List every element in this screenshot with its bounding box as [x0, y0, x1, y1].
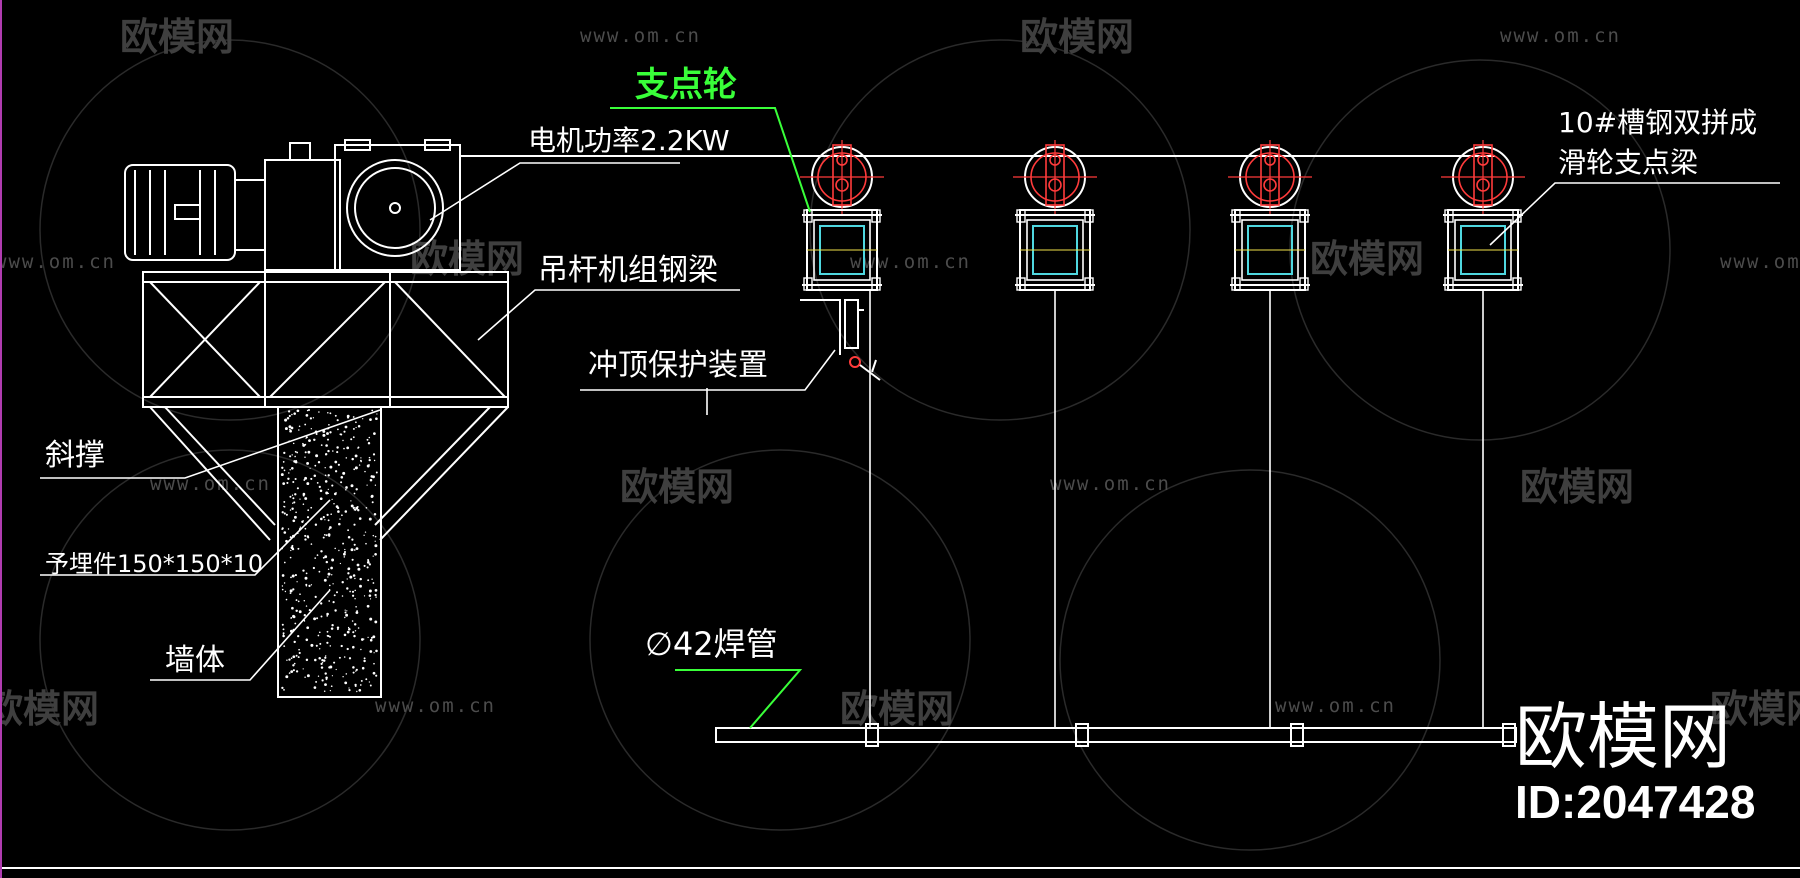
watermark-logo: 欧模网 [620, 465, 734, 509]
pulley-assembly [1228, 140, 1312, 728]
watermark-logo: 欧模网 [0, 687, 99, 731]
labels: 支点轮 电机功率2.2KW 10#槽钢双拼成 滑轮支点梁 吊杆机组钢梁 冲顶保护… [45, 65, 1757, 678]
overtop-protection-label: 冲顶保护装置 [588, 348, 768, 383]
branding: 欧模网 ID:2047428 [1515, 695, 1755, 828]
welded-pipe-label: ∅42焊管 [645, 625, 778, 663]
watermark-url: www.om.cn [1050, 473, 1171, 495]
watermark-logo: 欧模网 [1710, 687, 1800, 731]
watermark-url: www.om.cn [580, 25, 701, 47]
watermark-layer [39, 39, 1671, 851]
watermark-url: www.om.cn [150, 473, 271, 495]
motor-power-label: 电机功率2.2KW [528, 124, 730, 157]
beam-spec-label-1: 10#槽钢双拼成 [1558, 106, 1757, 139]
pulley-assembly [1013, 140, 1097, 728]
pulley-assembly [800, 140, 884, 728]
watermark-url: www.om.cn [850, 251, 971, 273]
green-leaders [610, 107, 811, 729]
line-work [124, 139, 509, 698]
overtop-protection-device [800, 299, 881, 381]
watermark-logo: 欧模网 [1310, 237, 1424, 281]
brand-id: ID:2047428 [1515, 776, 1755, 828]
hoist-steel-beam [142, 271, 509, 408]
top-frame [0, 155, 1800, 869]
motor [124, 139, 461, 271]
watermark-logo: 欧模网 [120, 15, 234, 59]
welded-pipe [715, 723, 1517, 747]
watermark-url: www.om.cn [1275, 695, 1396, 717]
hoist-beam-label: 吊杆机组钢梁 [538, 253, 718, 288]
watermark-logo: 欧模网 [410, 237, 524, 281]
brand-name: 欧模网 [1515, 695, 1731, 779]
watermark-url: www.om.cn [1500, 25, 1621, 47]
watermark-url: www.om.cn [375, 695, 496, 717]
beam-spec-label-2: 滑轮支点梁 [1558, 146, 1698, 179]
embedded-part-label: 予埋件150*150*10 [45, 550, 263, 578]
diagonal-brace-label: 斜撑 [45, 438, 105, 473]
wall-hatching [280, 408, 378, 693]
watermark-url: www.om.cn [1720, 251, 1800, 273]
leader-lines [40, 162, 1780, 681]
pulley-assembly [1441, 140, 1525, 728]
pulley-assemblies [800, 140, 1525, 728]
fulcrum-wheel-label: 支点轮 [635, 65, 737, 105]
watermark-logo: 欧模网 [1520, 465, 1634, 509]
wall-label: 墙体 [165, 643, 225, 678]
watermark-logo: 欧模网 [840, 687, 954, 731]
watermark-texts: 欧模网 www.om.cn 欧模网 www.om.cn www.om.cn 欧模… [0, 15, 1800, 731]
watermark-url: www.om.cn [0, 251, 116, 273]
watermark-logo: 欧模网 [1020, 15, 1134, 59]
